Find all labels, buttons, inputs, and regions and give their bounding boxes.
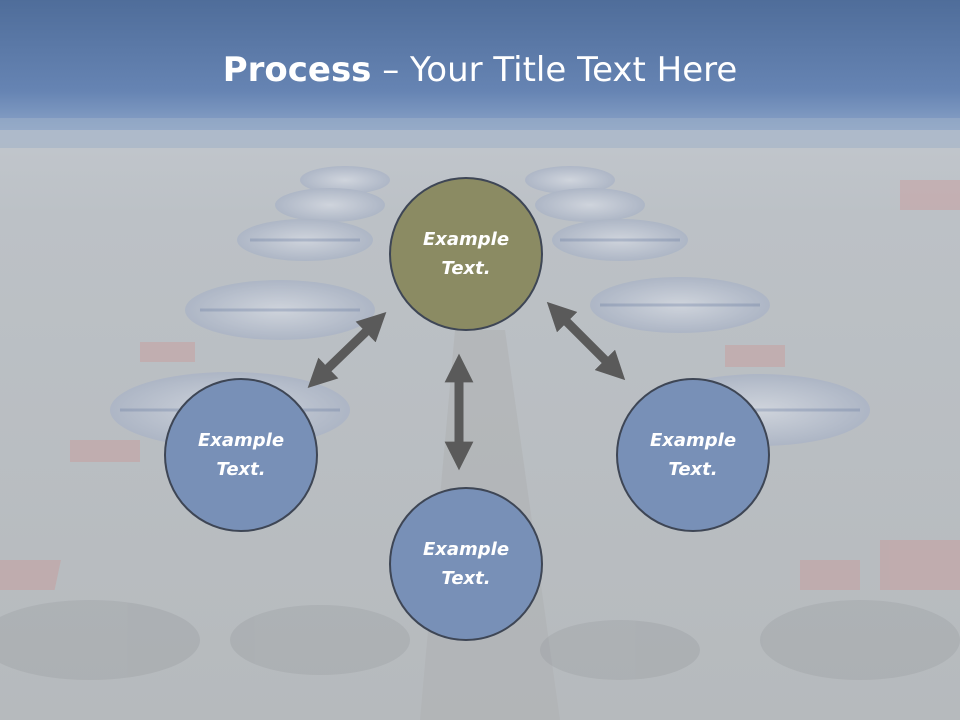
node-text-line1: Example <box>422 229 510 250</box>
slide-title-bold: Process <box>222 50 372 90</box>
node-text-line2: Text. <box>441 258 491 279</box>
process-node-top[interactable]: Example Text. <box>389 177 543 331</box>
node-text-line1: Example <box>197 430 285 451</box>
slide-title: Process – Your Title Text Here <box>0 50 960 90</box>
node-text-line1: Example <box>422 539 510 560</box>
arrow-top-right <box>546 301 626 381</box>
node-text-line2: Text. <box>441 568 491 589</box>
process-node-right[interactable]: Example Text. <box>616 378 770 532</box>
process-node-left[interactable]: Example Text. <box>164 378 318 532</box>
node-text-line1: Example <box>649 430 737 451</box>
node-text-line2: Text. <box>216 459 266 480</box>
slide-title-rest: – Your Title Text Here <box>371 50 738 90</box>
process-node-bottom[interactable]: Example Text. <box>389 487 543 641</box>
arrow-top-left <box>307 311 387 389</box>
node-text-line2: Text. <box>668 459 718 480</box>
